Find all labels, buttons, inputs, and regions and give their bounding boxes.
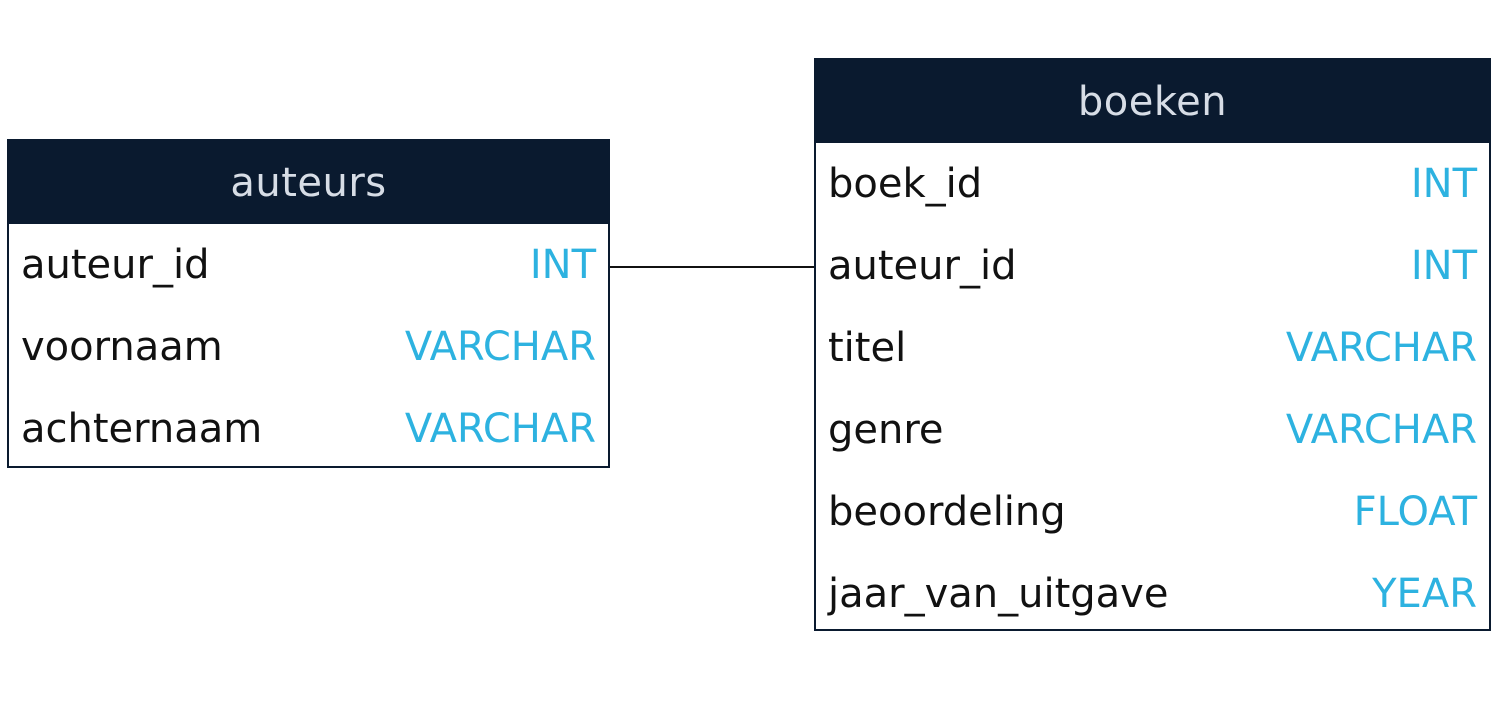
field-name: titel [828, 325, 907, 371]
field-type: VARCHAR [1285, 407, 1477, 453]
field-row[interactable]: auteur_id INT [9, 224, 608, 306]
field-row[interactable]: boek_id INT [816, 143, 1489, 225]
field-row[interactable]: auteur_id INT [816, 225, 1489, 307]
field-name: beoordeling [828, 489, 1066, 535]
field-name: jaar_van_uitgave [828, 571, 1169, 617]
field-row[interactable]: achternaam VARCHAR [9, 388, 608, 470]
field-type: INT [1410, 161, 1477, 207]
field-row[interactable]: genre VARCHAR [816, 389, 1489, 471]
field-name: auteur_id [828, 243, 1017, 289]
field-row[interactable]: beoordeling FLOAT [816, 471, 1489, 553]
field-name: achternaam [21, 406, 263, 452]
field-name: genre [828, 407, 944, 453]
field-type: INT [1410, 243, 1477, 289]
field-type: VARCHAR [404, 406, 596, 452]
field-name: voornaam [21, 324, 223, 370]
field-row[interactable]: voornaam VARCHAR [9, 306, 608, 388]
table-header-boeken: boeken [816, 60, 1489, 143]
table-header-auteurs: auteurs [9, 141, 608, 224]
field-type: VARCHAR [1285, 325, 1477, 371]
field-row[interactable]: titel VARCHAR [816, 307, 1489, 389]
table-boeken[interactable]: boeken boek_id INT auteur_id INT titel V… [814, 58, 1491, 631]
field-name: auteur_id [21, 242, 210, 288]
field-type: YEAR [1372, 571, 1477, 617]
field-name: boek_id [828, 161, 983, 207]
field-type: VARCHAR [404, 324, 596, 370]
table-auteurs[interactable]: auteurs auteur_id INT voornaam VARCHAR a… [7, 139, 610, 468]
field-row[interactable]: jaar_van_uitgave YEAR [816, 553, 1489, 635]
field-type: FLOAT [1353, 489, 1477, 535]
field-type: INT [529, 242, 596, 288]
relationship-line [610, 266, 814, 268]
